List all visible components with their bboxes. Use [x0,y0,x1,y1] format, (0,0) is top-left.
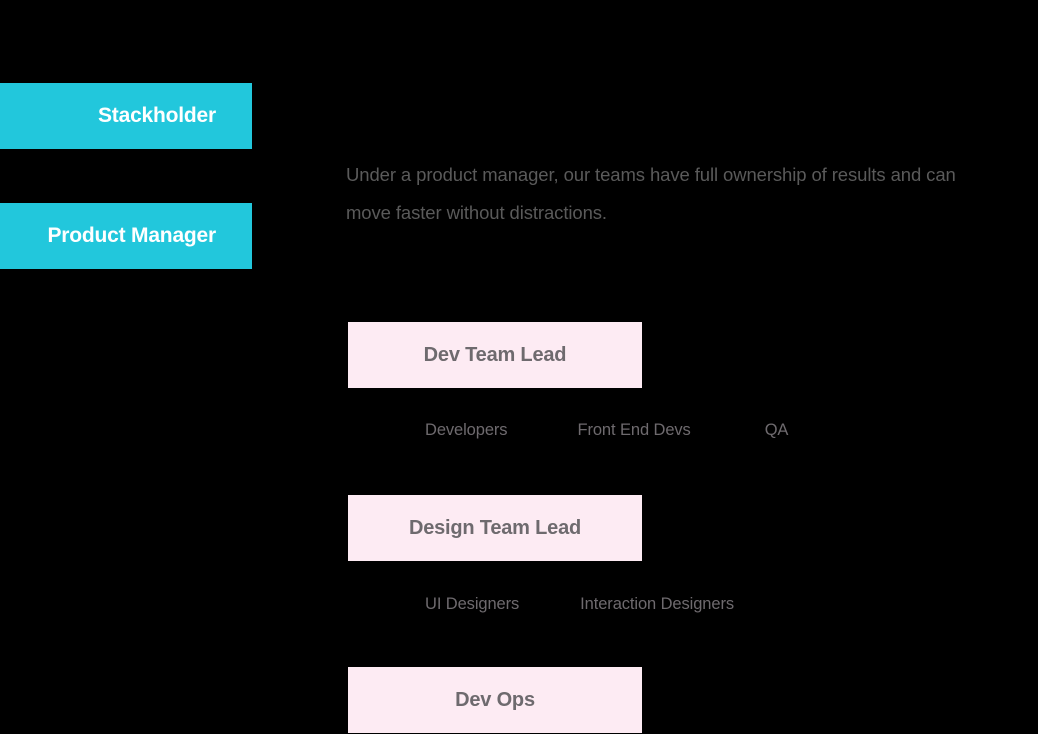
member-ui-designers: UI Designers [425,594,520,613]
description-text: Under a product manager, our teams have … [346,164,956,223]
member-developers: Developers [425,420,508,439]
member-front-end-devs: Front End Devs [577,420,691,439]
role-box-product-manager[interactable]: Product Manager [0,203,252,269]
team-box-dev-team-lead[interactable]: Dev Team Lead [348,322,642,388]
member-row-design-team: UI Designers Interaction Designers [425,593,734,615]
member-interaction-designers: Interaction Designers [580,594,734,613]
member-qa: QA [764,420,789,439]
role-label-product-manager: Product Manager [47,224,216,247]
team-label-design-team-lead: Design Team Lead [408,516,582,539]
team-label-dev-ops: Dev Ops [455,688,535,711]
role-label-stackholder: Stackholder [97,104,216,127]
team-label-dev-team-lead: Dev Team Lead [423,343,567,366]
team-box-dev-ops[interactable]: Dev Ops [348,667,642,733]
member-row-dev-team: Developers Front End Devs QA [425,419,788,441]
team-box-design-team-lead[interactable]: Design Team Lead [348,495,642,561]
role-box-stackholder[interactable]: Stackholder [0,83,252,149]
